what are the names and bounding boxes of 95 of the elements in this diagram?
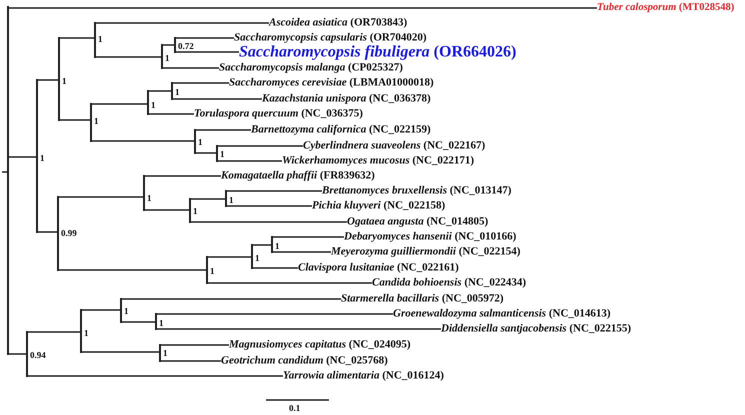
tree-branch [59,37,95,39]
scale-label: 0.1 [289,403,300,413]
tree-branch [175,51,239,53]
tree-branch [81,309,121,311]
taxon-label: Komagataella phaffii (FR839632) [221,170,375,182]
taxon-label: Candida bohioensis (NC_022434) [372,276,526,290]
taxon-label: Clavispora lusitaniae (NC_022161) [298,262,459,274]
tree-branch [91,103,148,105]
tree-branch [8,156,37,158]
support-value: 1 [165,53,170,63]
taxon-label: Debaryomyces hansenii (NC_010166) [344,230,516,244]
tree-branch [81,351,160,353]
tree-branch [156,328,441,330]
taxon-label: Brettanomyces bruxellensis (NC_013147) [322,184,512,198]
tree-branch [121,298,341,300]
tree-branch [8,353,27,355]
tree-branch [162,44,175,46]
tree-branch [58,196,144,198]
tree-branch [252,244,272,246]
taxon-label: Tuber calosporum (MT028548) [597,1,734,15]
tree-branch [160,344,229,346]
support-value: 1 [159,318,164,328]
tree-branch [190,221,347,223]
tree-branch [195,129,251,131]
tree-branch [162,67,219,69]
support-value: 1 [151,100,156,110]
taxon-label: Pichia kluyveri (NC_022158) [312,200,446,212]
taxon-label: Magnusiomyces capitatus (NC_024095) [229,338,411,352]
taxon-label: Saccharomycopsis fibuligera (OR664026) [239,42,516,62]
tree-branch [37,231,58,233]
taxon-label: Geotrichum candidum (NC_025768) [221,354,388,368]
taxon-label: Kazachstania unispora (NC_036378) [262,92,431,106]
tree-branch [144,175,221,177]
taxon-label: Saccharomycopsis capsularis (OR704020) [234,32,427,44]
support-value: 0.94 [30,350,46,360]
taxon-label: Diddensiella santjacobensis (NC_022155) [441,322,632,336]
tree-branch [95,56,162,58]
support-value: 1 [84,328,88,338]
taxon-label: Cyberlindnera suaveolens (NC_022167) [303,140,486,152]
tree-branch [175,37,234,39]
tree-branch [252,267,298,269]
tree-branch [226,205,312,207]
support-value: 1 [275,241,280,251]
support-value: 1 [193,206,198,216]
taxon-label: Wickerhamomyces mucosus (NC_022171) [282,154,474,168]
support-value: 1 [40,153,44,163]
tree-branch [272,236,344,238]
tree-branch [156,313,393,315]
support-value: 1 [220,149,224,159]
tree-branch [27,375,283,377]
support-value: 1 [62,76,66,86]
tree-branch [217,160,282,162]
tree-branch [8,7,597,9]
tree-branch [148,113,194,115]
tree-branch [195,152,217,154]
tree-branch [121,321,156,323]
taxon-label: Ascoidea asiatica (OR703843) [269,16,408,30]
support-value: 1 [175,87,180,97]
support-value: 1 [124,306,128,316]
support-value: 1 [98,34,102,44]
tree-branch [217,145,303,147]
tree-branch [27,331,81,333]
taxon-label: Starmerella bacillaris (NC_005972) [341,292,504,306]
tree-branch [272,251,331,253]
support-value: 1 [163,348,168,358]
taxon-label: Saccharomycopsis malanga (CP025327) [219,62,403,74]
support-value: 1 [255,253,260,263]
taxon-label: Torulaspora quercuum (NC_036375) [194,108,363,120]
tree-branch [226,190,322,192]
tree-branch [172,98,262,100]
support-value: 1 [198,137,202,147]
tree-branch [58,269,207,271]
taxon-label: Barnettozyma californica (NC_022159) [251,124,431,136]
tree-branch [207,282,372,284]
taxon-label: Meyerozyma guilliermondii (NC_022154) [331,246,520,258]
tree-branch [144,209,190,211]
tree-branch [172,82,229,84]
tree-branch [148,90,172,92]
taxon-label: Saccharomyces cerevisiae (LBMA01000018) [229,76,434,90]
taxon-label: Yarrowia alimentaria (NC_016124) [283,370,444,382]
taxon-label: Ogataea angusta (NC_014805) [347,216,488,228]
support-value: 1 [94,116,98,126]
taxon-label: Groenewaldozyma salmanticensis (NC_014613) [393,308,611,320]
support-value: 1 [210,266,214,276]
tree-branch [95,22,269,24]
tree-branch [190,198,226,200]
tree-branch [160,360,221,362]
tree-branch [91,140,195,142]
tree-branch [37,79,59,81]
support-value: 1 [229,195,234,205]
tree-branch [207,256,252,258]
tree-branch [59,119,91,121]
support-value: 0.99 [61,228,77,238]
support-value: 0.72 [178,41,194,51]
support-value: 1 [147,193,152,203]
